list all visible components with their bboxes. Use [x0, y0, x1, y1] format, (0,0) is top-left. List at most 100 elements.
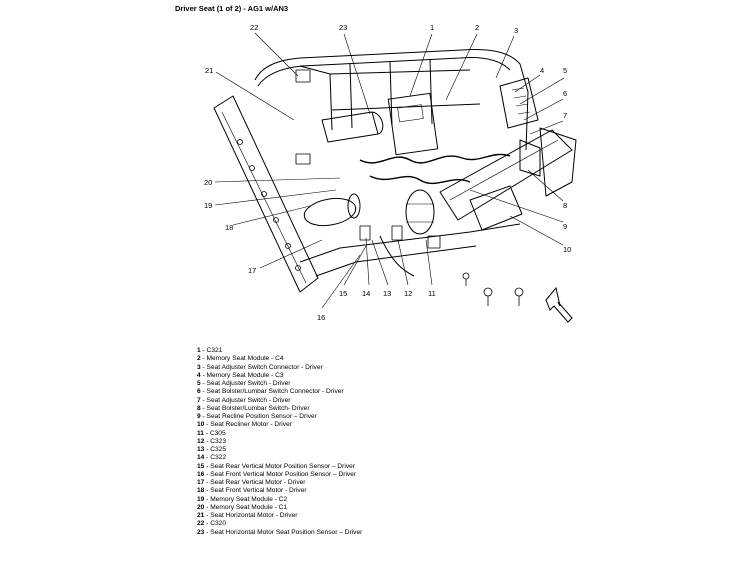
legend-item: 9 - Seat Recline Position Sensor – Drive…	[197, 413, 362, 421]
callout-16: 16	[317, 313, 325, 322]
legend-separator: -	[200, 355, 207, 363]
legend-item: 20 - Memory Seat Module - C1	[197, 504, 362, 512]
callout-11: 11	[428, 289, 436, 298]
legend-number: 18	[197, 487, 205, 495]
callout-2: 2	[475, 23, 479, 32]
legend-number: 23	[197, 528, 205, 536]
legend-item: 2 - Memory Seat Module - C4	[197, 355, 362, 363]
callout-17: 17	[248, 266, 256, 275]
legend-item: 22 - C320	[197, 520, 362, 528]
legend-text: Seat Adjuster Switch - Driver	[206, 380, 291, 387]
legend-separator: -	[204, 454, 211, 462]
legend-number: 11	[197, 429, 204, 437]
legend-text: C323	[210, 437, 226, 445]
callout-12: 12	[404, 289, 412, 298]
legend-item: 12 - C323	[197, 438, 362, 446]
legend-separator: -	[200, 404, 207, 412]
legend-number: 15	[197, 462, 205, 470]
legend-text: C322	[210, 454, 226, 462]
legend-text: Seat Adjuster Switch - Driver	[206, 396, 291, 404]
legend-number: 22	[197, 520, 205, 528]
callout-4: 4	[540, 66, 544, 75]
rear-vertical-motor	[405, 189, 435, 235]
legend-text: Seat Adjuster Switch Connector - Driver	[206, 363, 323, 371]
callout-13: 13	[383, 289, 391, 298]
legend-separator: -	[204, 437, 211, 445]
legend-separator: -	[204, 421, 211, 429]
leader-lines	[214, 32, 565, 309]
legend-separator: -	[204, 495, 211, 503]
legend-item: 1 - C321	[197, 347, 362, 355]
legend-text: C320	[210, 520, 226, 528]
legend-text: Seat Bolster/Lumbar Switch- Driver	[206, 404, 310, 412]
callout-15: 15	[339, 289, 347, 298]
legend-separator: -	[200, 396, 207, 404]
legend-separator: -	[204, 528, 211, 536]
legend-item: 10 - Seat Recliner Motor - Driver	[197, 421, 362, 429]
legend-item: 15 - Seat Rear Vertical Motor Position S…	[197, 463, 362, 471]
legend-separator: -	[204, 487, 211, 495]
legend-number: 14	[197, 454, 205, 462]
legend-item: 6 - Seat Bolster/Lumbar Switch Connector…	[197, 388, 362, 396]
legend-item: 14 - C322	[197, 454, 362, 462]
callout-19: 19	[204, 201, 212, 210]
callout-8: 8	[563, 201, 567, 210]
legend-number: 20	[197, 503, 205, 511]
legend-item: 5 - Seat Adjuster Switch - Driver	[197, 380, 362, 388]
legend-number: 3	[197, 363, 201, 371]
seat-pan-frame	[254, 49, 529, 151]
legend-separator: -	[204, 446, 211, 453]
legend-number: 16	[197, 470, 205, 478]
seat-diagram: 1 2 3 4 5 6 7 8 9 10 11 12 13 14 15 16 1…	[204, 23, 577, 323]
legend-text: C325	[210, 446, 226, 453]
legend-item: 18 - Seat Front Vertical Motor - Driver	[197, 487, 362, 495]
legend-separator: -	[204, 479, 211, 486]
legend-item: 13 - C325	[197, 446, 362, 454]
seat-adjuster-switch	[499, 77, 539, 129]
legend-text: C321	[206, 347, 223, 354]
legend-text: Memory Seat Module - C1	[210, 503, 288, 511]
legend-separator: -	[204, 470, 211, 478]
seat-frame-drawing	[213, 49, 577, 306]
legend-text: Seat Front Vertical Motor - Driver	[210, 487, 307, 495]
legend-separator: -	[200, 371, 207, 379]
legend-separator: -	[200, 413, 207, 420]
legend-item: 16 - Seat Front Vertical Motor Position …	[197, 471, 362, 479]
front-vertical-motor	[303, 197, 357, 227]
legend-number: 5	[197, 380, 201, 387]
callout-21: 21	[205, 66, 213, 75]
legend-separator: -	[204, 462, 211, 470]
legend-text: Seat Front Vertical Motor Position Senso…	[210, 470, 357, 478]
callout-20: 20	[204, 178, 212, 187]
legend-number: 1	[197, 347, 201, 354]
wiring-harness	[359, 153, 511, 164]
callout-1: 1	[430, 23, 434, 32]
callout-14: 14	[362, 289, 370, 298]
legend-item: 4 - Memory Seat Module - C3	[197, 372, 362, 380]
callout-10: 10	[563, 245, 571, 254]
legend-item: 11 - C305	[197, 430, 362, 438]
callout-numbers: 1 2 3 4 5 6 7 8 9 10 11 12 13 14 15 16 1…	[204, 23, 571, 322]
callout-3: 3	[514, 26, 518, 35]
legend-separator: -	[204, 503, 211, 511]
memory-seat-module	[387, 92, 439, 156]
legend-item: 8 - Seat Bolster/Lumbar Switch- Driver	[197, 405, 362, 413]
legend-text: C305	[209, 429, 226, 437]
legend-number: 8	[197, 404, 201, 412]
callout-22: 22	[250, 23, 258, 32]
legend-number: 12	[197, 437, 205, 445]
legend-item: 7 - Seat Adjuster Switch - Driver	[197, 397, 362, 405]
legend-text: Memory Seat Module - C2	[210, 495, 288, 503]
legend-separator: -	[200, 347, 207, 354]
horizontal-motor	[321, 111, 379, 143]
callout-7: 7	[563, 111, 567, 120]
callout-23: 23	[339, 23, 347, 32]
legend-text: Seat Horizontal Motor - Driver	[210, 512, 298, 519]
recliner-motor	[469, 185, 523, 231]
legend-text: Seat Rear Vertical Motor - Driver	[210, 479, 306, 486]
legend-number: 10	[197, 421, 205, 429]
legend-text: Seat Rear Vertical Motor Position Sensor…	[210, 462, 355, 470]
legend-number: 17	[197, 479, 205, 486]
legend-number: 2	[197, 355, 201, 363]
legend-separator: -	[200, 388, 207, 396]
